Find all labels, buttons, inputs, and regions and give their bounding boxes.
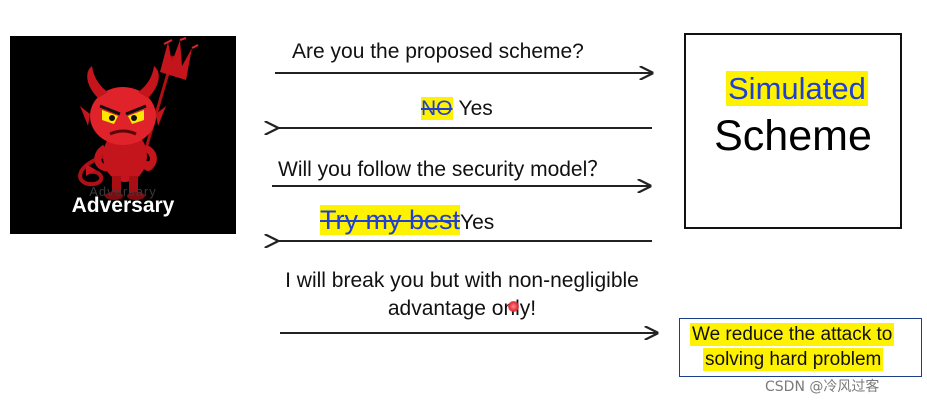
scheme-simulated-label: Simulated <box>726 71 868 106</box>
adversary-caption-faint: Adversary <box>89 184 157 199</box>
adversary-label: Adversary <box>71 194 175 217</box>
conclusion-line-1: We reduce the attack to <box>690 323 895 346</box>
answer-2-struck: Try my best <box>320 205 461 235</box>
question-2-text: Will you follow the security model？ <box>278 158 609 181</box>
final-statement-line-1: I will break you but with non-negligible <box>285 269 639 292</box>
conclusion-line-2: solving hard problem <box>703 348 884 371</box>
watermark: CSDN @冷风过客 <box>765 379 880 395</box>
simulated-scheme-box <box>684 33 902 229</box>
answer-2-text: Yes <box>460 211 495 234</box>
answer-1-text: Yes <box>458 97 493 120</box>
answer-2: Try my bestYes <box>320 205 494 236</box>
question-1-text: Are you the proposed scheme? <box>292 40 584 63</box>
adversary-panel: Adversary Adversary <box>10 36 236 234</box>
pointer-dot <box>508 301 519 312</box>
scheme-label: Scheme <box>714 112 872 160</box>
devil-icon <box>78 37 199 200</box>
final-statement-line-2: advantage only! <box>387 297 537 320</box>
answer-1-struck: NO <box>421 97 453 120</box>
